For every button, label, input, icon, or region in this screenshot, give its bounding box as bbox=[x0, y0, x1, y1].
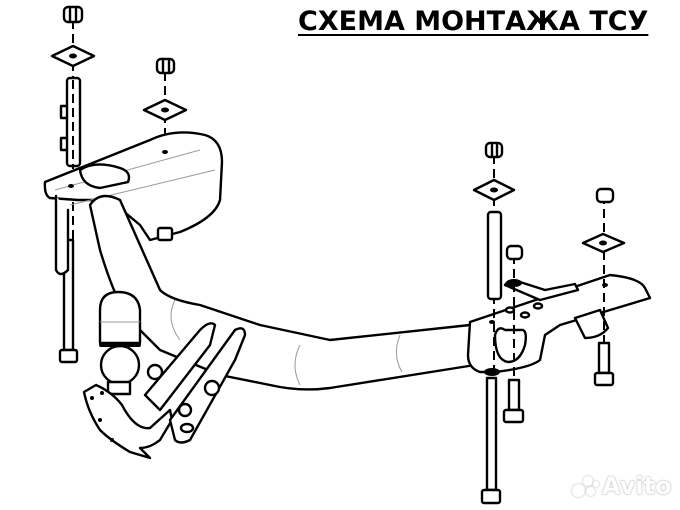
nut-icon bbox=[595, 187, 615, 204]
page-title: СХЕМА МОНТАЖА ТСУ bbox=[298, 6, 649, 37]
avito-logo-icon bbox=[572, 474, 600, 498]
avito-watermark-text: Avito bbox=[602, 472, 672, 500]
nut-icon bbox=[484, 141, 504, 159]
right-outer-fastener-stack bbox=[472, 141, 516, 505]
right-inner-fastener-stack bbox=[502, 244, 525, 424]
avito-watermark: Avito bbox=[572, 472, 672, 500]
nut-icon bbox=[155, 57, 176, 75]
spacer-tube-icon bbox=[486, 210, 503, 301]
nut-icon bbox=[62, 5, 84, 24]
left-outer-fastener-stack bbox=[50, 5, 96, 364]
nut-icon bbox=[505, 244, 524, 261]
square-washer-icon bbox=[142, 98, 188, 122]
tow-ball-cap-icon bbox=[98, 290, 142, 345]
square-washer-icon bbox=[472, 178, 516, 202]
square-washer-icon bbox=[581, 232, 626, 254]
right-far-fastener-stack bbox=[581, 187, 626, 387]
tow-ball-icon bbox=[99, 344, 141, 386]
square-washer-icon bbox=[50, 44, 96, 68]
spacer-tube-icon bbox=[59, 76, 82, 168]
socket-plate-icon bbox=[82, 383, 174, 460]
tow-ball-assembly bbox=[82, 290, 247, 460]
left-mounting-bracket bbox=[43, 131, 224, 276]
